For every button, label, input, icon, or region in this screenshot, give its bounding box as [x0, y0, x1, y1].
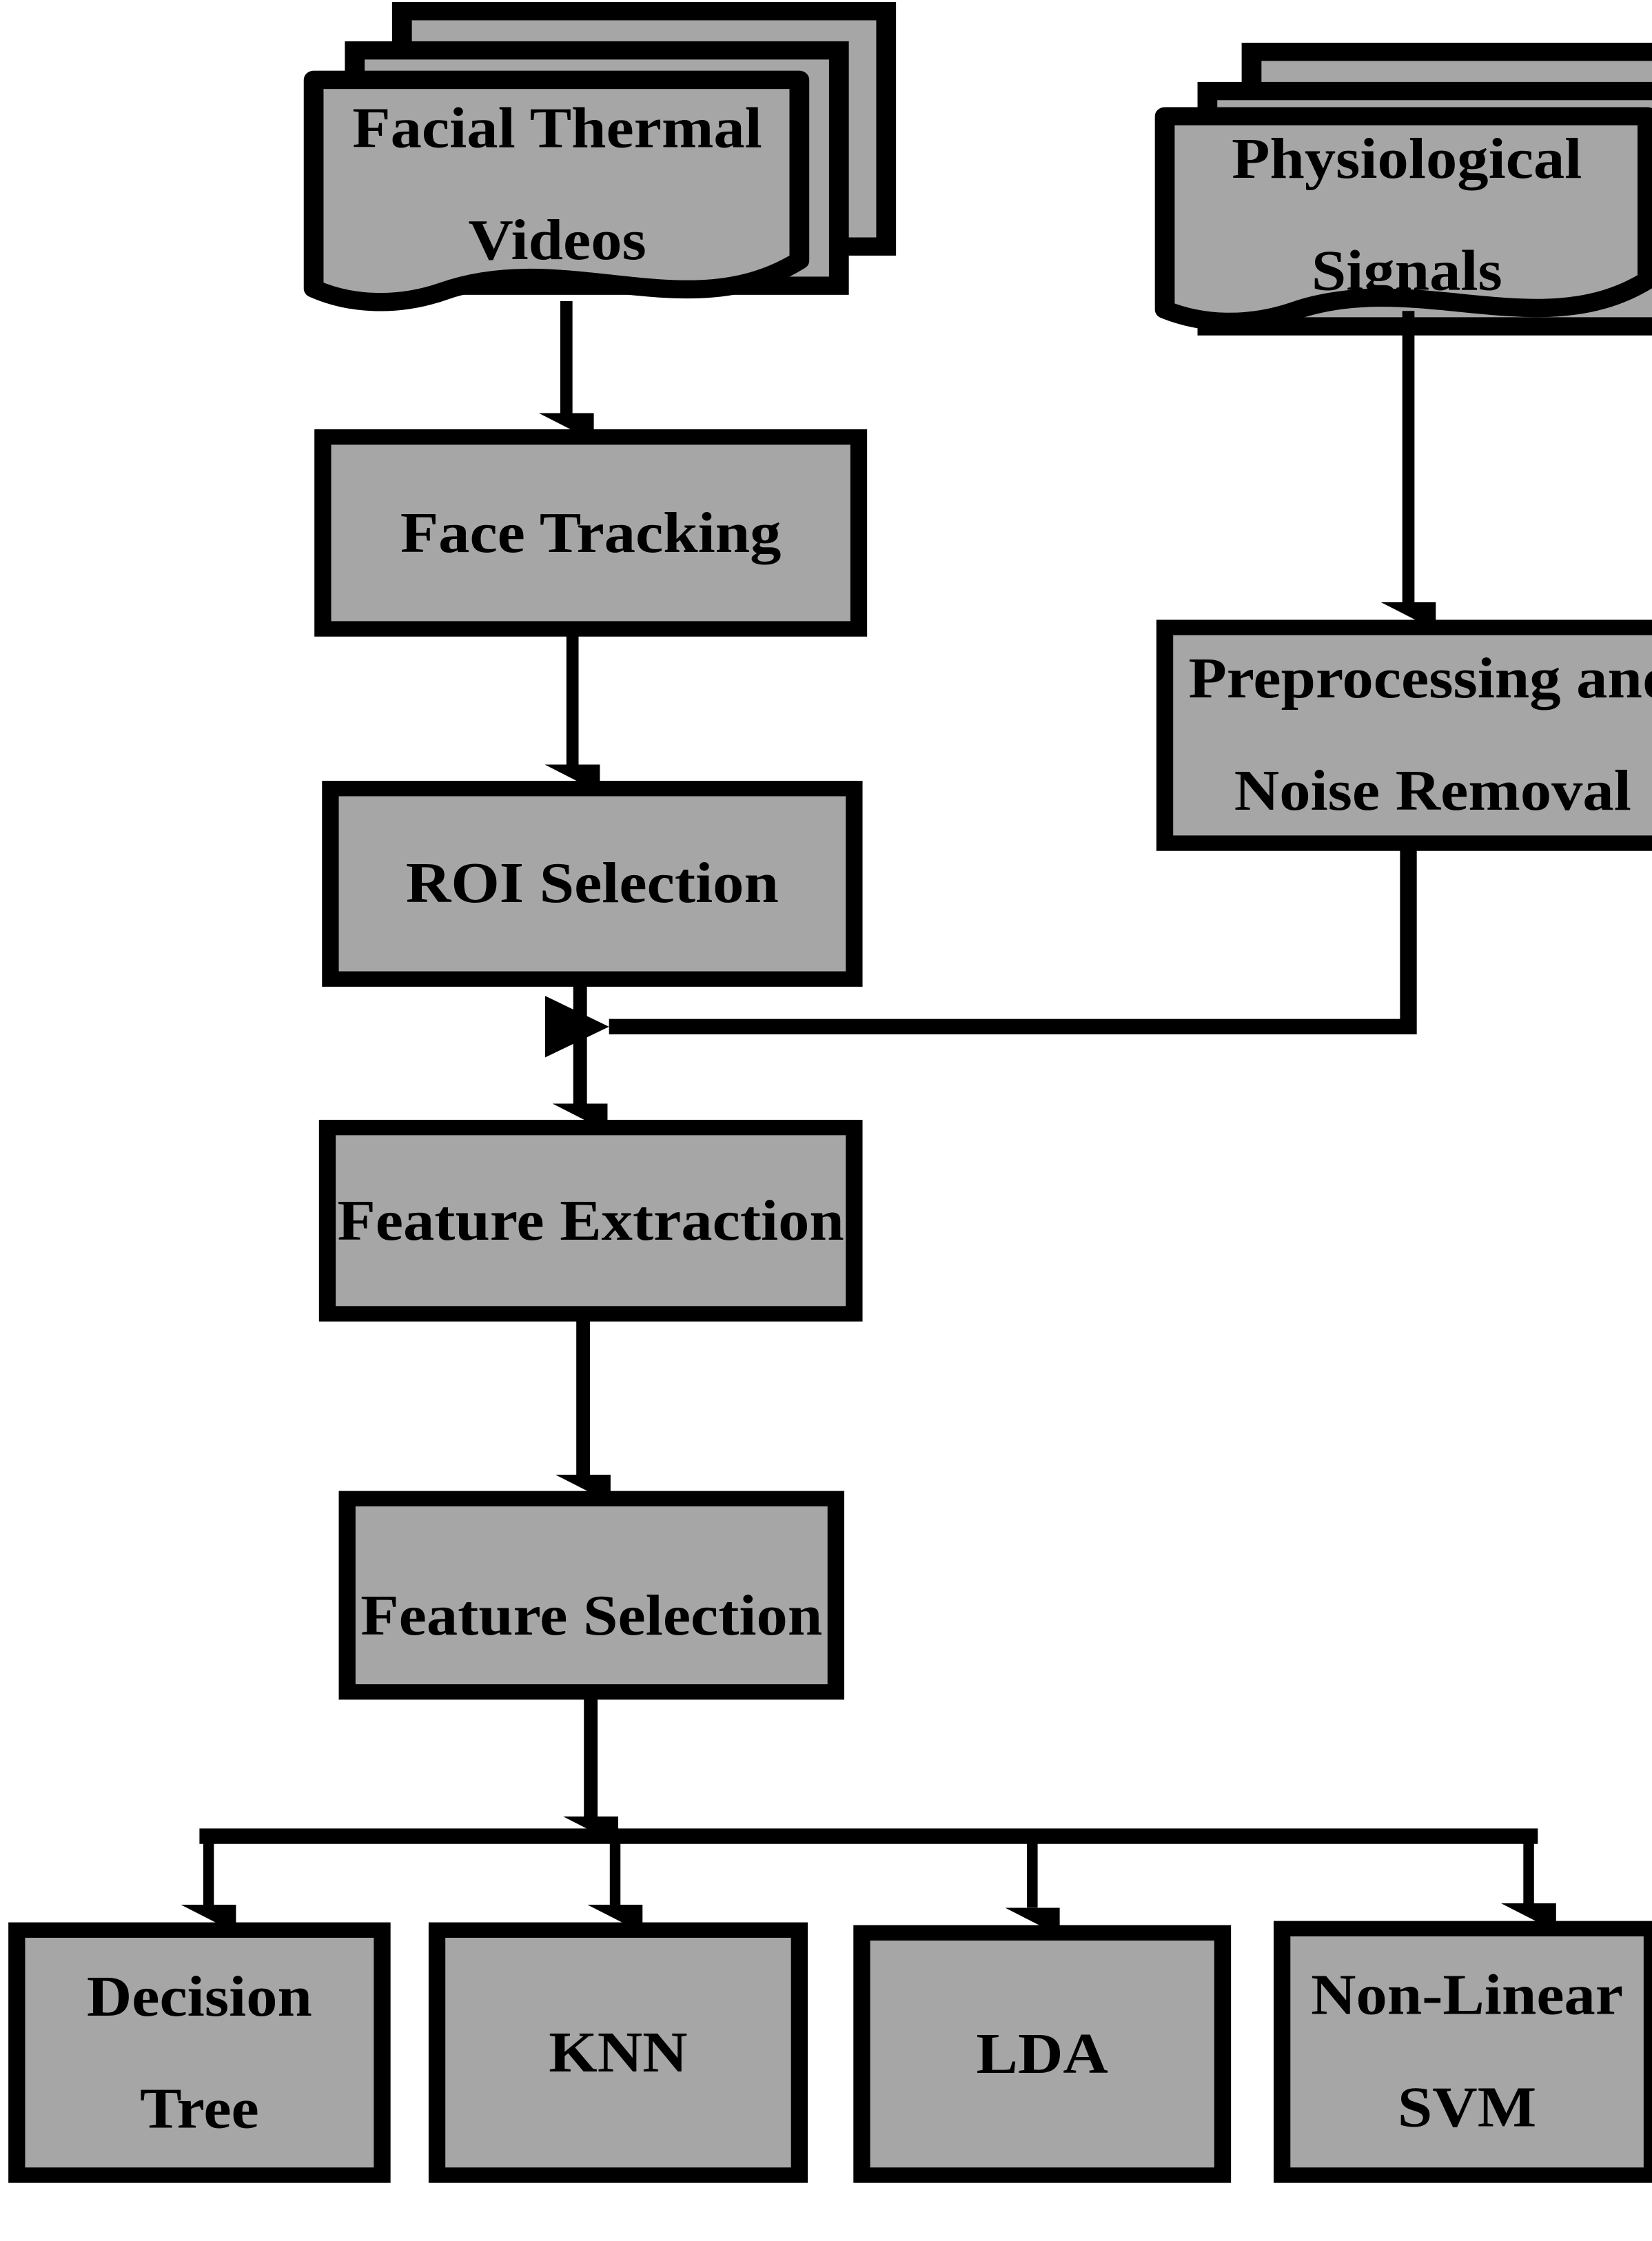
node-roi-selection-shape: [322, 781, 863, 987]
node-preprocessing-noise-removal-shape: [1156, 620, 1652, 851]
node-feature-selection-shape: [338, 1491, 845, 1700]
node-knn-shape: [428, 1922, 808, 2183]
node-non-linear-svm-shape: [1274, 1921, 1652, 2183]
node-physiological-signals-shape: [1154, 42, 1652, 336]
node-facial-thermal-videos-shape: [303, 2, 897, 311]
edge-preprocessing-to-merge: [544, 846, 1417, 1058]
node-lda-shape: [853, 1925, 1232, 2183]
node-decision-tree-shape: [8, 1922, 391, 2183]
node-face-tracking-shape: [314, 429, 868, 637]
node-feature-extraction-shape: [318, 1119, 863, 1322]
